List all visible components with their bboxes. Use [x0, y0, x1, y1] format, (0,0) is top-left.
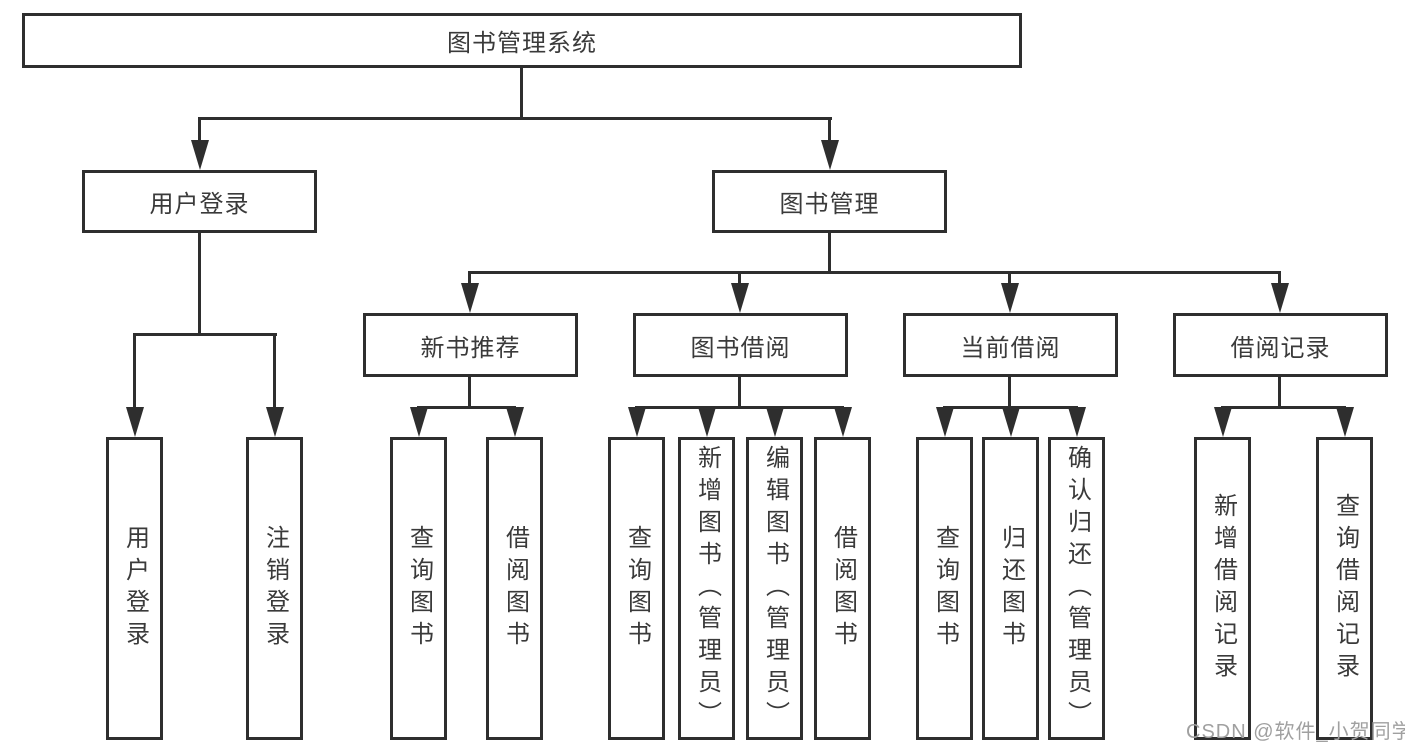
node-user-login-label: 用户登录 [149, 191, 250, 218]
connector-child-bus [417, 406, 516, 409]
node-book-borrowing: 图书借阅 [633, 313, 848, 377]
arrow-down-icon [1214, 407, 1232, 437]
connector-drop [1008, 271, 1011, 285]
arrow-down-icon [936, 407, 954, 437]
node-borrowing-records-label: 借阅记录 [1230, 334, 1331, 362]
arrow-down-icon [628, 407, 646, 437]
leaf-query-books: 查询图书 [608, 437, 665, 740]
arrow-down-icon [410, 407, 428, 437]
connector-user-login-bus [133, 333, 277, 336]
leaf-borrow-books: 借阅图书 [486, 437, 543, 740]
node-user-login: 用户登录 [82, 170, 317, 233]
connector-child-bus [635, 406, 844, 409]
connector-root-stem [520, 68, 523, 118]
node-book-management: 图书管理 [712, 170, 947, 233]
leaf-label: 注销登录 [261, 524, 289, 653]
leaf-label: 查询图书 [931, 524, 959, 653]
node-current-borrowing-label: 当前借阅 [960, 334, 1061, 362]
leaf-add-book-admin: 新增图书（管理员） [678, 437, 735, 740]
leaf-label: 查询图书 [623, 524, 651, 653]
node-new-book-recommend-label: 新书推荐 [420, 334, 521, 362]
connector-drop [738, 271, 741, 285]
leaf-query-books: 查询图书 [916, 437, 973, 740]
node-book-borrowing-label: 图书借阅 [690, 334, 791, 362]
arrow-down-icon [731, 283, 749, 313]
leaf-label: 新增图书（管理员） [693, 444, 721, 733]
node-new-book-recommend: 新书推荐 [363, 313, 578, 377]
arrow-down-icon [126, 407, 144, 437]
connector-child-bus [1221, 406, 1346, 409]
arrow-down-icon [1336, 407, 1354, 437]
arrow-down-icon [1002, 407, 1020, 437]
leaf-user-login: 用户登录 [106, 437, 163, 740]
watermark-text: CSDN @软件_小贺同学 [1186, 721, 1405, 743]
leaf-label: 借阅图书 [501, 524, 529, 653]
connector-stem [738, 377, 741, 408]
connector-user-login-stem [198, 233, 201, 336]
leaf-label: 查询借阅记录 [1331, 492, 1359, 685]
arrow-down-icon [698, 407, 716, 437]
leaf-logout-login: 注销登录 [246, 437, 303, 740]
leaf-label: 确认归还（管理员） [1063, 444, 1091, 733]
arrow-down-icon [821, 140, 839, 170]
connector-drop [198, 117, 201, 143]
connector-drop [1278, 271, 1281, 285]
arrow-down-icon [1271, 283, 1289, 313]
arrow-down-icon [266, 407, 284, 437]
connector-drop [273, 333, 276, 409]
leaf-label: 用户登录 [121, 524, 149, 653]
leaf-label: 编辑图书（管理员） [761, 444, 789, 733]
connector-stem [468, 377, 471, 408]
arrow-down-icon [506, 407, 524, 437]
connector-stem [1008, 377, 1011, 408]
leaf-label: 新增借阅记录 [1209, 492, 1237, 685]
connector-book-management-stem [828, 233, 831, 273]
node-root-label: 图书管理系统 [447, 30, 597, 57]
leaf-query-borrow-record: 查询借阅记录 [1316, 437, 1373, 740]
arrow-down-icon [766, 407, 784, 437]
connector-drop [133, 333, 136, 409]
arrow-down-icon [834, 407, 852, 437]
arrow-down-icon [1001, 283, 1019, 313]
leaf-label: 归还图书 [997, 524, 1025, 653]
arrow-down-icon [461, 283, 479, 313]
leaf-label: 查询图书 [405, 524, 433, 653]
connector-stem [1278, 377, 1281, 408]
connector-drop [468, 271, 471, 285]
leaf-return-books: 归还图书 [982, 437, 1039, 740]
node-borrowing-records: 借阅记录 [1173, 313, 1388, 377]
arrow-down-icon [191, 140, 209, 170]
leaf-edit-book-admin: 编辑图书（管理员） [746, 437, 803, 740]
leaf-confirm-return-admin: 确认归还（管理员） [1048, 437, 1105, 740]
connector-l2-bus [198, 117, 832, 120]
leaf-add-borrow-record: 新增借阅记录 [1194, 437, 1251, 740]
node-current-borrowing: 当前借阅 [903, 313, 1118, 377]
leaf-borrow-books: 借阅图书 [814, 437, 871, 740]
connector-l3-bus [468, 271, 1281, 274]
arrow-down-icon [1068, 407, 1086, 437]
leaf-label: 借阅图书 [829, 524, 857, 653]
node-root: 图书管理系统 [22, 13, 1022, 68]
node-book-management-label: 图书管理 [779, 191, 880, 218]
connector-drop [828, 117, 831, 143]
leaf-query-books: 查询图书 [390, 437, 447, 740]
